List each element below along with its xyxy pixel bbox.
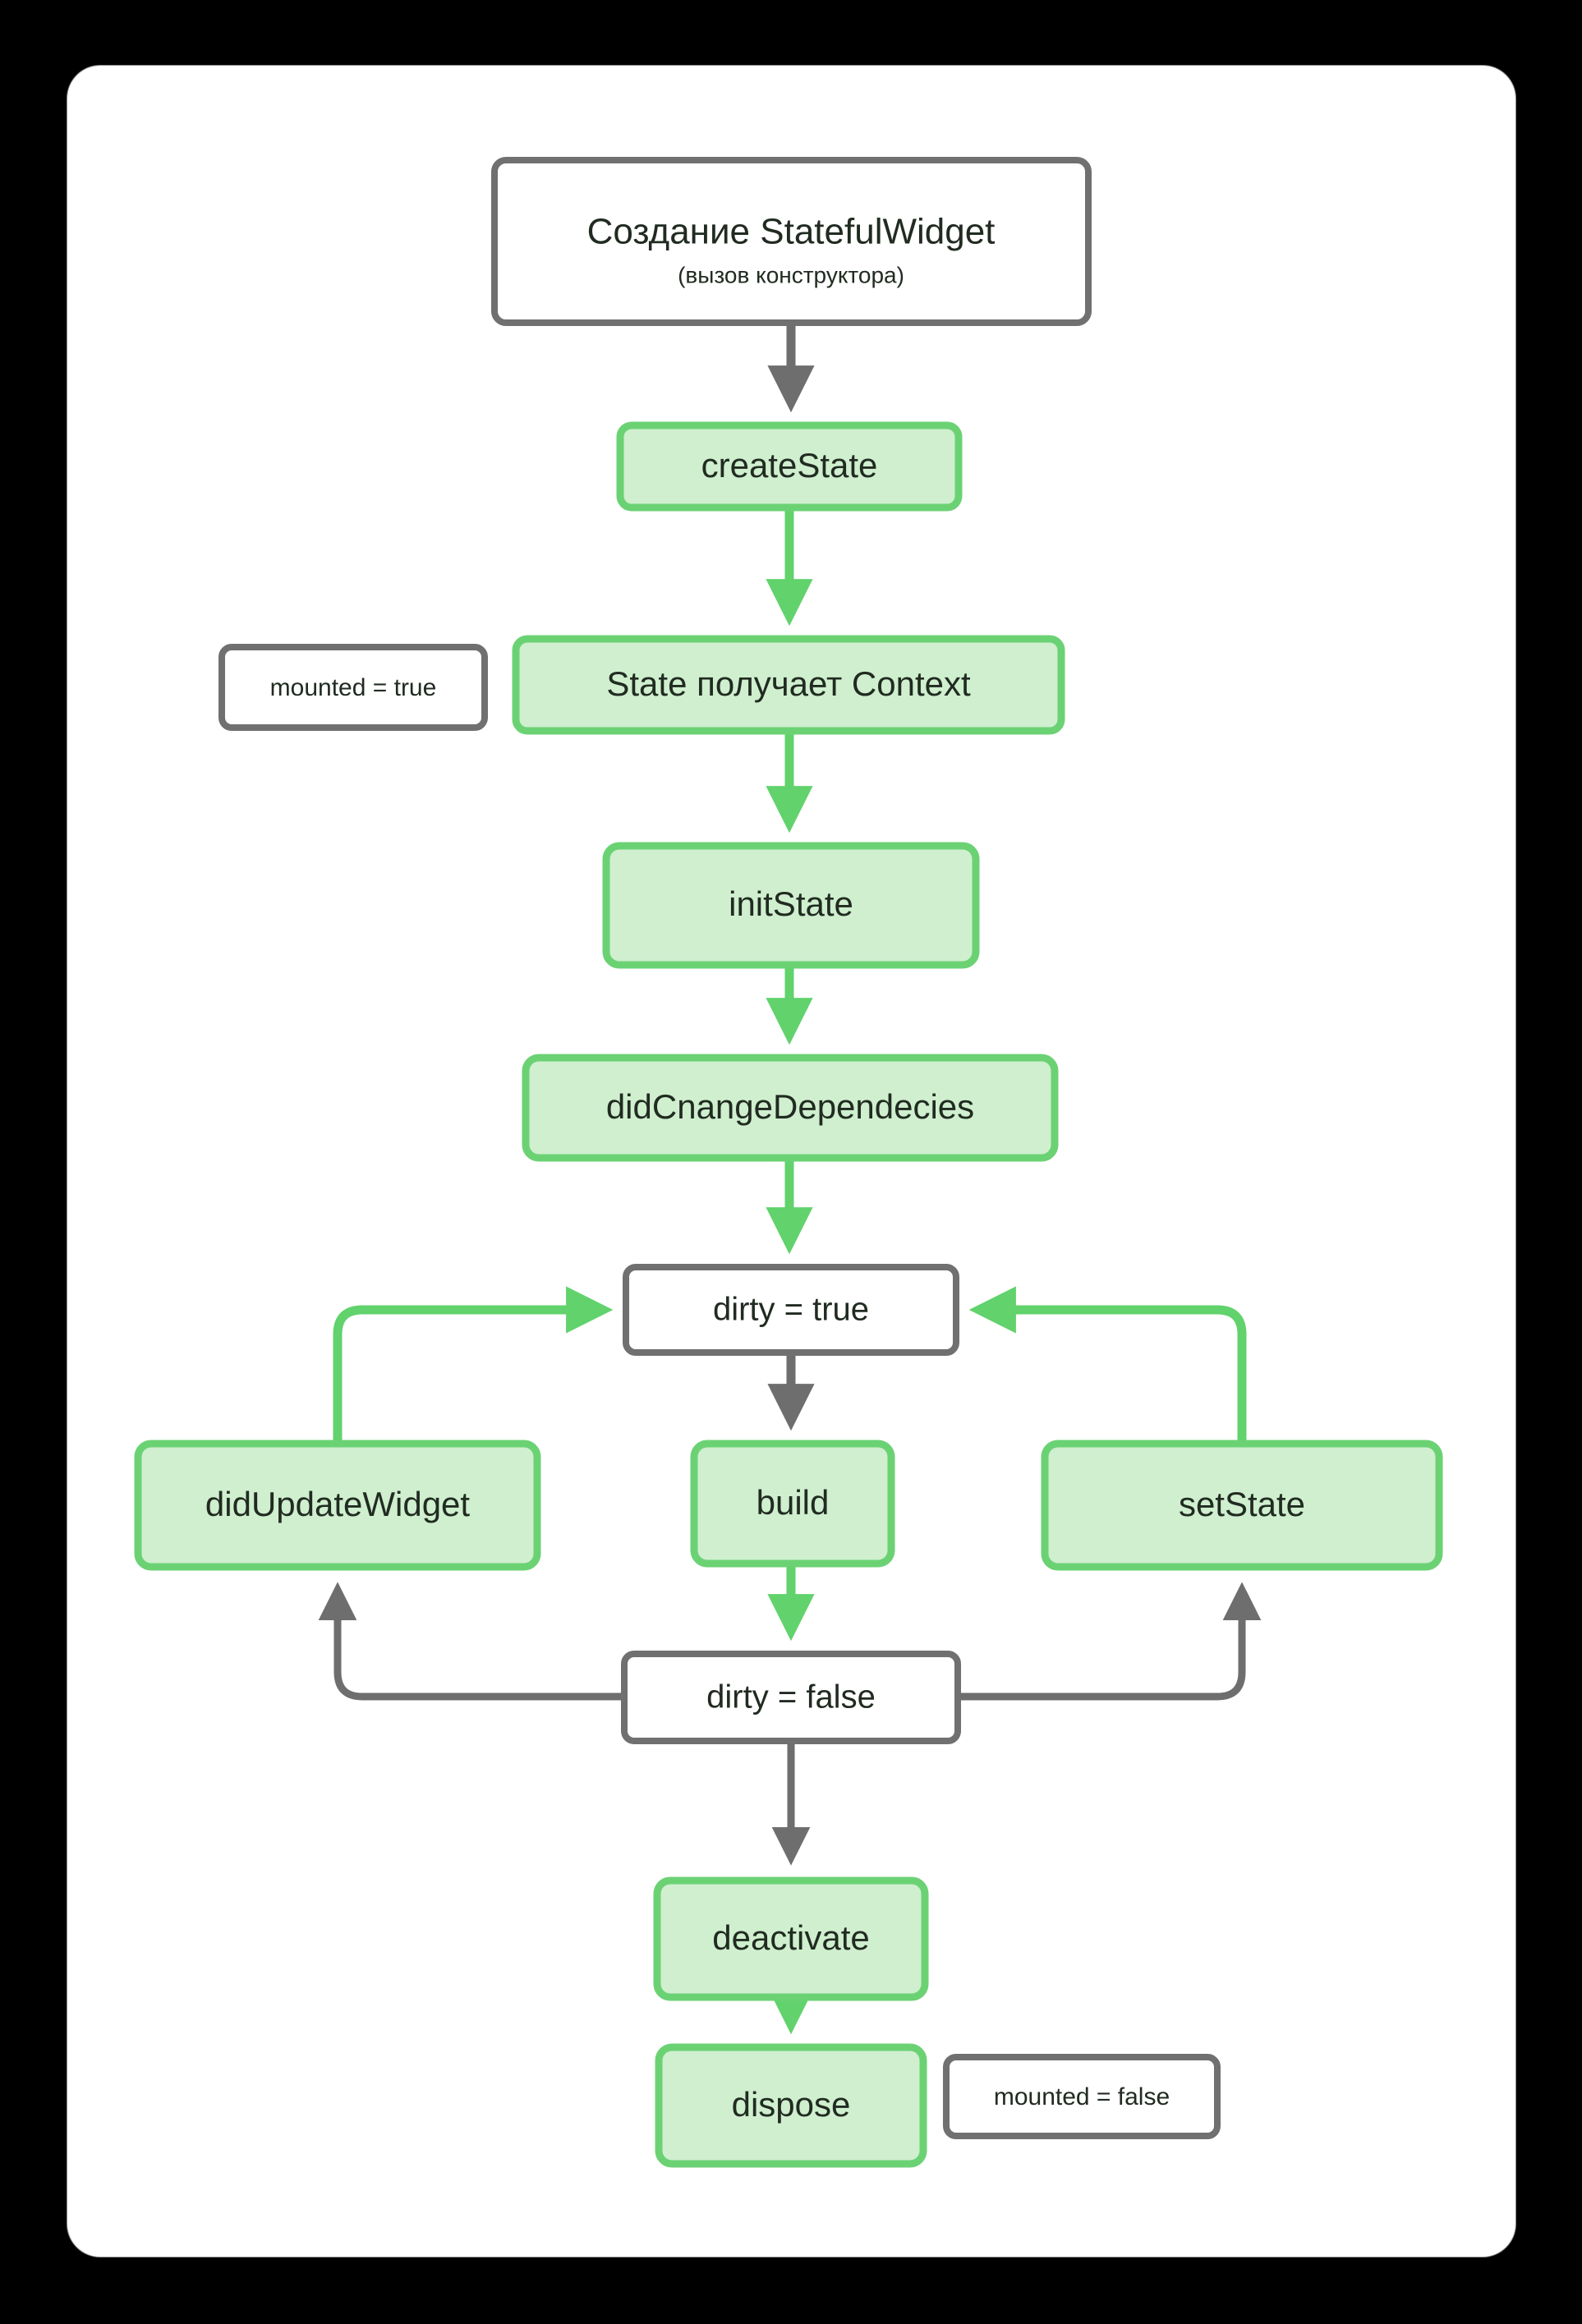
node-label-dispose: dispose <box>732 2085 851 2124</box>
node-label-deactivate: deactivate <box>712 1918 869 1957</box>
node-label-create-state: createState <box>701 446 878 485</box>
node-label-did-change-dependencies: didCnangeDependecies <box>606 1087 974 1126</box>
edge-dirty-false-to-set-state <box>958 1582 1262 1701</box>
node-dirty-false[interactable]: dirty = false <box>621 1651 961 1744</box>
node-label-set-state: setState <box>1179 1485 1305 1523</box>
node-create-stateful-widget[interactable]: Создание StatefulWidget (вызов конструкт… <box>491 157 1092 326</box>
edge-dirty-false-to-did-update-widget <box>318 1582 624 1701</box>
node-set-state[interactable]: setState <box>1041 1440 1443 1571</box>
node-deactivate[interactable]: deactivate <box>653 1876 929 2001</box>
node-label-did-update-widget: didUpdateWidget <box>205 1485 471 1523</box>
node-mounted-true[interactable]: mounted = true <box>218 644 488 731</box>
node-label-create-stateful-widget: Создание StatefulWidget <box>587 212 996 252</box>
edge-set-state-to-dirty-true <box>968 1286 1247 1444</box>
node-did-change-dependencies[interactable]: didCnangeDependecies <box>522 1054 1059 1162</box>
node-mounted-false[interactable]: mounted = false <box>943 2054 1221 2139</box>
node-label-init-state: initState <box>729 884 853 923</box>
node-label-mounted-false: mounted = false <box>994 2083 1170 2110</box>
node-state-context[interactable]: State получает Context <box>512 635 1065 735</box>
node-init-state[interactable]: initState <box>602 842 980 969</box>
node-build[interactable]: build <box>690 1440 895 1568</box>
node-label-state-context: State получает Context <box>606 664 971 703</box>
edge-did-update-widget-to-dirty-true <box>333 1286 614 1444</box>
node-did-update-widget[interactable]: didUpdateWidget <box>134 1440 541 1571</box>
node-label-dirty-true: dirty = true <box>713 1292 869 1328</box>
node-dispose[interactable]: dispose <box>655 2043 927 2168</box>
node-dirty-true[interactable]: dirty = true <box>623 1264 959 1356</box>
node-sublabel-create-stateful-widget: (вызов конструктора) <box>678 262 904 287</box>
node-label-dirty-false: dirty = false <box>706 1679 876 1715</box>
node-label-mounted-true: mounted = true <box>270 674 437 701</box>
node-create-state[interactable]: createState <box>616 421 963 512</box>
node-label-build: build <box>757 1483 830 1522</box>
